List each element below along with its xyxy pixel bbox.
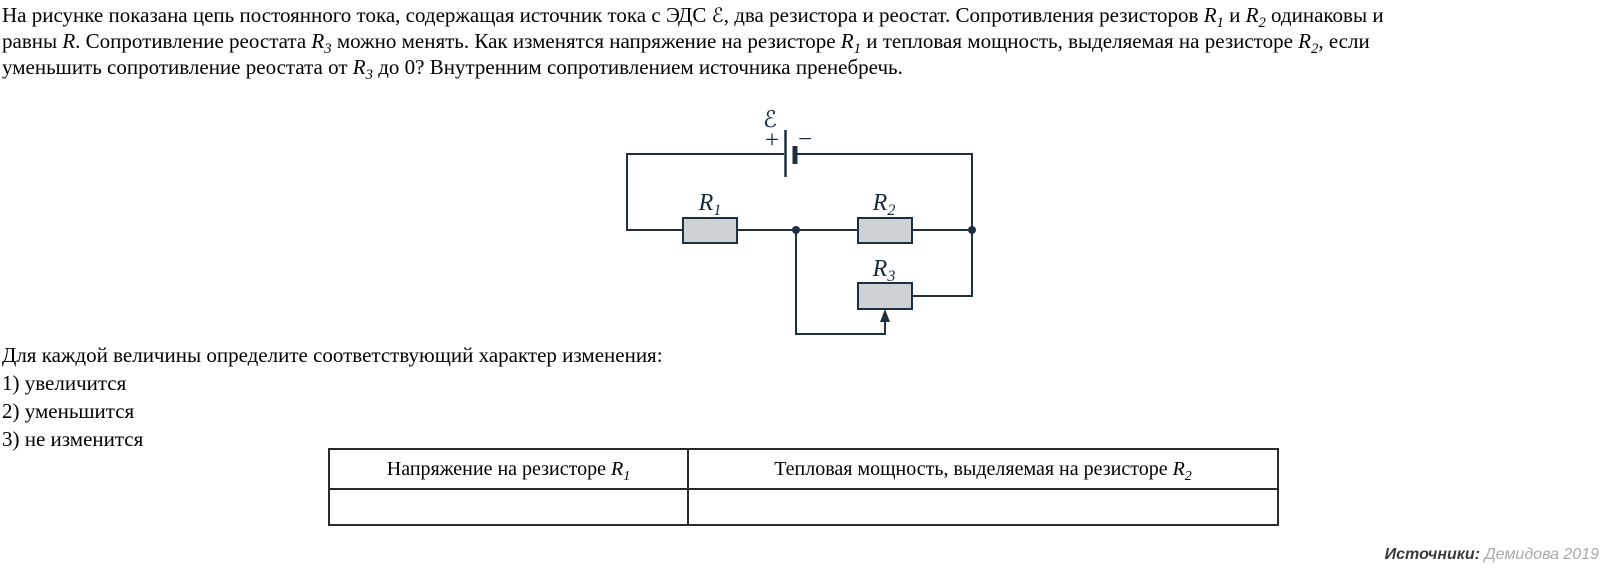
option-increase: 1) увеличится	[2, 371, 127, 395]
math-symbol: R1	[611, 457, 631, 484]
problem-statement: На рисунке показана цепь постоянного ток…	[2, 2, 1601, 84]
node-dot	[792, 226, 800, 234]
math-symbol: R1	[840, 29, 861, 58]
table-header-power-r2: Тепловая мощность, выделяемая на резисто…	[687, 448, 1279, 490]
table-header-voltage-r1: Напряжение на резисторе R1	[328, 448, 689, 490]
answer-table: Напряжение на резисторе R1 Тепловая мощн…	[328, 448, 1279, 526]
wiper-arrowhead-icon	[880, 309, 890, 322]
answer-cell-voltage-r1	[328, 488, 689, 526]
node-dot	[968, 226, 976, 234]
battery-plus-sign: +	[765, 127, 779, 154]
rheostat-r3-label: R3	[872, 256, 896, 285]
answer-cell-power-r2	[687, 488, 1279, 526]
resistor-r2-label: R2	[872, 190, 896, 219]
instruction-block: Для каждой величины определите соответст…	[2, 341, 663, 453]
math-symbol: R1	[1203, 3, 1224, 32]
table-header-row: Напряжение на резисторе R1 Тепловая мощн…	[328, 448, 1279, 490]
option-no-change: 3) не изменится	[2, 427, 144, 451]
emf-label: ℰ	[763, 107, 777, 133]
circuit-diagram: ℰ + − R1 R2 R3	[626, 107, 976, 335]
source-label: Источники:	[1384, 546, 1481, 563]
problem-text-line: На рисунке показана цепь постоянного ток…	[2, 3, 1384, 32]
battery-minus-sign: −	[798, 126, 812, 153]
resistor-r1-label: R1	[698, 190, 722, 219]
math-symbol: R3	[311, 29, 332, 58]
resistor-r2-box	[857, 217, 913, 244]
rheostat-r3-box	[857, 282, 913, 310]
math-symbol: R2	[1298, 29, 1319, 58]
wire-wiper-branch	[795, 230, 886, 335]
instruction-heading: Для каждой величины определите соответст…	[2, 343, 663, 367]
source-note: Источники: Демидова 2019	[1385, 546, 1599, 564]
math-symbol: ℰ	[711, 3, 724, 27]
problem-text-line: уменьшить сопротивление реостата от R3 д…	[2, 55, 903, 84]
wire-right-loop	[797, 153, 973, 297]
wire-left-loop	[626, 153, 784, 231]
resistor-r1-box	[682, 217, 738, 244]
source-value: Демидова 2019	[1484, 546, 1599, 563]
option-decrease: 2) уменьшится	[2, 399, 135, 423]
math-symbol: R3	[352, 55, 373, 84]
table-answer-row	[328, 488, 1279, 526]
math-symbol: R	[62, 29, 76, 53]
math-symbol: R2	[1172, 457, 1192, 484]
problem-text-line: равны R. Сопротивление реостата R3 можно…	[2, 29, 1370, 58]
math-symbol: R2	[1245, 3, 1266, 32]
